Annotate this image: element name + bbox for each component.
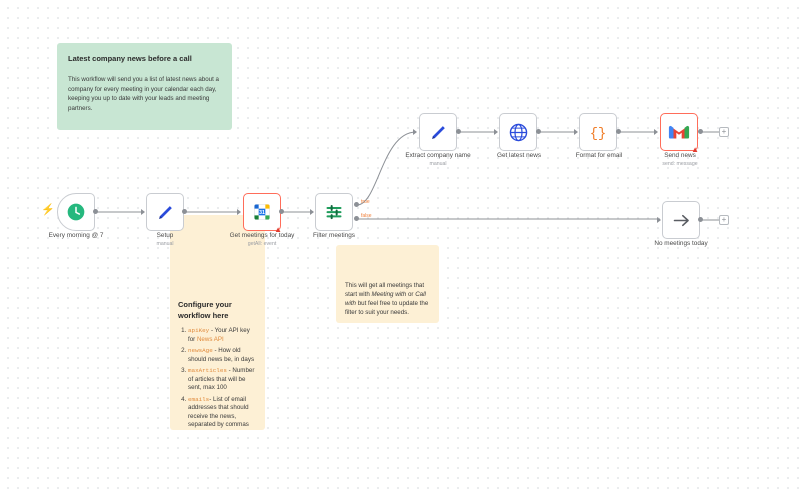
filter-note-em-1: Meeting with <box>371 291 407 298</box>
node-send-news[interactable]: ▲ <box>660 113 699 154</box>
pencil-icon <box>431 125 445 139</box>
output-port[interactable] <box>279 209 284 214</box>
node-label-setup: Setup <box>156 232 174 239</box>
node-label-get-meetings: Get meetings for today <box>229 232 295 239</box>
google-calendar-icon: 31 <box>254 204 270 220</box>
output-port[interactable] <box>698 217 703 222</box>
output-port[interactable] <box>698 129 703 134</box>
sticky-note-intro-title: Latest company news before a call <box>68 54 192 63</box>
sticky-note-configure-heading: Configure your workflow here <box>178 300 232 320</box>
node-sublabel-extract-company-name: manual <box>429 161 447 167</box>
node-no-meetings-today[interactable] <box>662 201 700 239</box>
output-port-false[interactable] <box>354 216 359 221</box>
config-desc: - List of email addresses that should re… <box>188 395 249 429</box>
node-format-for-email[interactable]: {} <box>579 113 617 151</box>
output-label-true: true <box>361 199 370 205</box>
sticky-note-filter-body: This will get all meetings that start wi… <box>345 281 430 317</box>
sticky-note-intro-body: This workflow will send you a list of la… <box>68 76 219 112</box>
node-label-filter-meetings: Filter meetings <box>313 232 355 239</box>
input-port[interactable] <box>657 217 661 223</box>
add-node-button-top[interactable]: + <box>719 127 729 137</box>
sticky-note-configure[interactable]: Configure your workflow here apiKey - Yo… <box>170 215 265 430</box>
gmail-icon <box>668 125 690 139</box>
output-port[interactable] <box>536 129 541 134</box>
warning-icon: ▲ <box>691 145 699 154</box>
list-item: emails- List of email addresses that sho… <box>188 396 257 430</box>
clock-icon <box>67 203 85 221</box>
output-label-false: false <box>361 213 372 219</box>
svg-text:31: 31 <box>259 210 265 216</box>
node-get-meetings[interactable]: 31 ▲ <box>243 193 282 234</box>
add-node-button-bottom[interactable]: + <box>719 215 729 225</box>
output-port-true[interactable] <box>354 202 359 207</box>
config-desc: - Number of articles that will be sent, … <box>188 367 255 391</box>
list-item: apiKey - Your API key for News API <box>188 327 257 344</box>
arrow-right-icon <box>673 214 689 226</box>
svg-text:{}: {} <box>590 126 607 142</box>
node-extract-company-name[interactable] <box>419 113 457 151</box>
filter-note-em-2: Call with <box>345 291 426 307</box>
node-label-extract-company-name: Extract company name <box>405 152 471 159</box>
node-label-get-latest-news: Get latest news <box>496 152 542 159</box>
node-sublabel-setup: manual <box>156 241 174 247</box>
node-label-no-meetings-today: No meetings today <box>654 240 708 247</box>
input-port[interactable] <box>413 129 417 135</box>
input-port[interactable] <box>237 209 241 215</box>
node-label-send-news: Send news <box>664 152 696 159</box>
warning-icon: ▲ <box>274 225 282 234</box>
output-port[interactable] <box>616 129 621 134</box>
node-every-morning[interactable] <box>57 193 95 231</box>
filter-note-part-3: but feel free to update the filter to su… <box>345 300 429 316</box>
output-port[interactable] <box>456 129 461 134</box>
input-port[interactable] <box>141 209 145 215</box>
config-key: emails <box>188 395 210 403</box>
filter-icon <box>326 205 342 220</box>
sticky-note-intro[interactable]: Latest company news before a call This w… <box>57 43 232 130</box>
node-sublabel-get-meetings: getAll: event <box>247 241 277 247</box>
node-setup[interactable] <box>146 193 184 231</box>
input-port[interactable] <box>310 209 314 215</box>
trigger-bolt-icon: ⚡ <box>41 204 55 216</box>
filter-note-part-2: or <box>406 291 416 298</box>
output-port[interactable] <box>93 209 98 214</box>
node-get-latest-news[interactable] <box>499 113 537 151</box>
config-desc: - Your API key for <box>188 327 250 343</box>
node-label-every-morning: Every morning @ 7 <box>48 232 104 239</box>
config-key: newsAge <box>188 347 213 354</box>
filter-note-part-1: This will get all meetings that start wi… <box>345 282 425 298</box>
input-port[interactable] <box>654 129 658 135</box>
node-sublabel-send-news: send: message <box>662 161 698 167</box>
sticky-note-filter[interactable]: This will get all meetings that start wi… <box>336 245 439 323</box>
input-port[interactable] <box>574 129 578 135</box>
output-port[interactable] <box>182 209 187 214</box>
node-label-format-for-email: Format for email <box>575 152 623 159</box>
code-braces-icon: {} <box>590 126 607 142</box>
news-api-link[interactable]: News API <box>196 335 224 343</box>
list-item: newsAge - How old should news be, in day… <box>188 347 257 364</box>
globe-icon <box>509 123 527 141</box>
config-key: maxArticles <box>188 367 227 374</box>
list-item: maxArticles - Number of articles that wi… <box>188 367 257 393</box>
sticky-note-configure-list: apiKey - Your API key for News API newsA… <box>178 327 257 430</box>
config-key: apiKey <box>188 327 210 334</box>
pencil-icon <box>158 205 172 219</box>
config-desc: - How old should news be, in days <box>188 347 255 363</box>
input-port[interactable] <box>494 129 498 135</box>
node-filter-meetings[interactable] <box>315 193 353 231</box>
